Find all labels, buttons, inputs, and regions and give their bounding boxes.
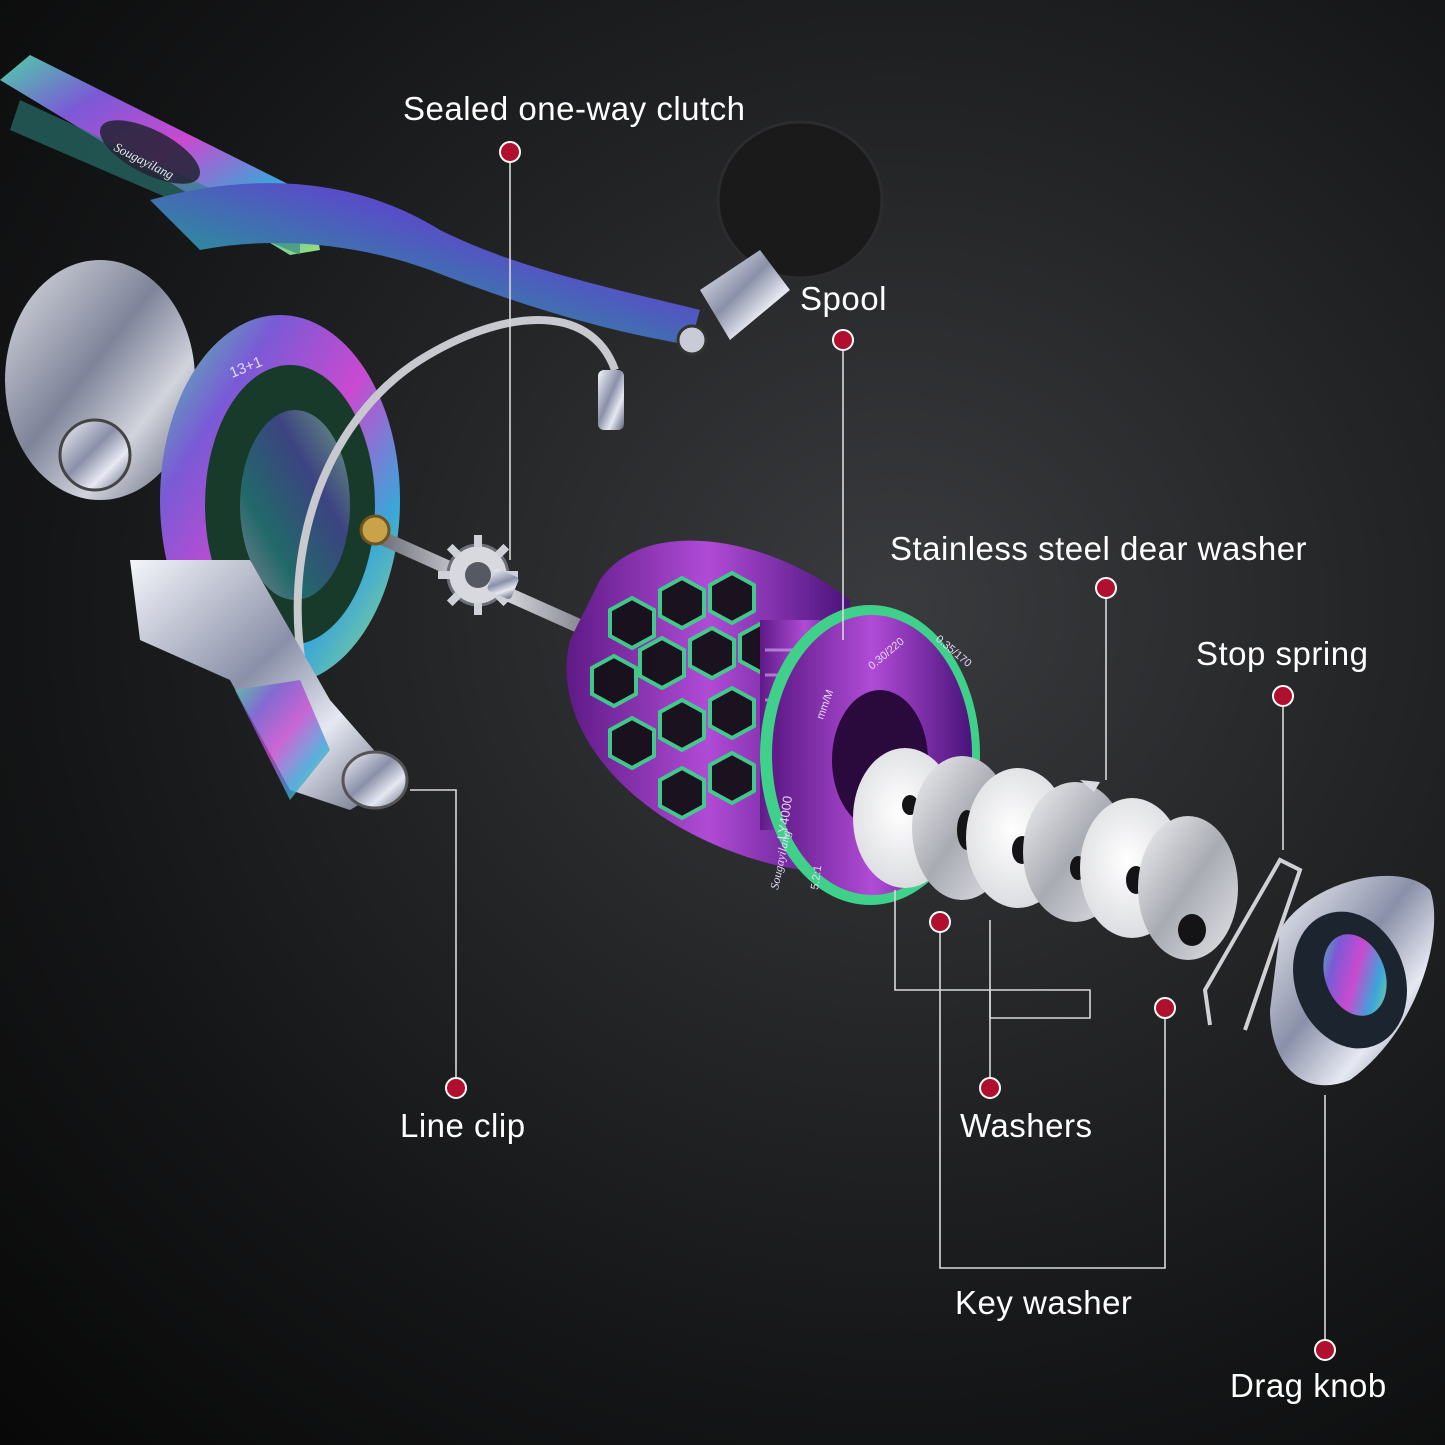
marker-gear-washer (1095, 577, 1117, 599)
washer-stack (853, 748, 1238, 960)
stop-spring-wire (1202, 857, 1303, 1031)
marker-clutch (499, 141, 521, 163)
label-washers: Washers (960, 1107, 1093, 1144)
reel-body (0, 55, 884, 810)
label-key-washer: Key washer (955, 1284, 1133, 1321)
handle-arm (150, 183, 700, 345)
marker-spool (832, 329, 854, 351)
label-stop-spring: Stop spring (1196, 635, 1369, 672)
leader-key-washer (939, 922, 1166, 1269)
label-drag-knob: Drag knob (1230, 1367, 1387, 1404)
body-housing (5, 260, 195, 500)
marker-key-washer-1 (929, 911, 951, 933)
label-sealed-one-way-clutch: Sealed one-way clutch (403, 90, 746, 127)
label-stainless-steel-washer: Stainless steel dear washer (890, 530, 1308, 567)
washer-steel-key (1138, 816, 1238, 960)
label-spool: Spool (800, 280, 887, 317)
label-line-clip: Line clip (400, 1107, 526, 1144)
handle-knob (716, 120, 884, 280)
drag-knob-part (1270, 875, 1435, 1086)
brand-badge (99, 120, 201, 184)
marker-stop-spring (1272, 685, 1294, 707)
marker-line-clip (445, 1077, 467, 1099)
marker-washers (979, 1077, 1001, 1099)
leader-lines (410, 152, 1326, 1350)
marker-drag-knob (1314, 1339, 1336, 1361)
marker-key-washer-2 (1154, 997, 1176, 1019)
bail-arm (130, 560, 400, 810)
line-roller (341, 750, 409, 810)
main-shaft (359, 514, 610, 645)
leader-line-clip (410, 789, 457, 1088)
bail-wire (293, 316, 619, 762)
